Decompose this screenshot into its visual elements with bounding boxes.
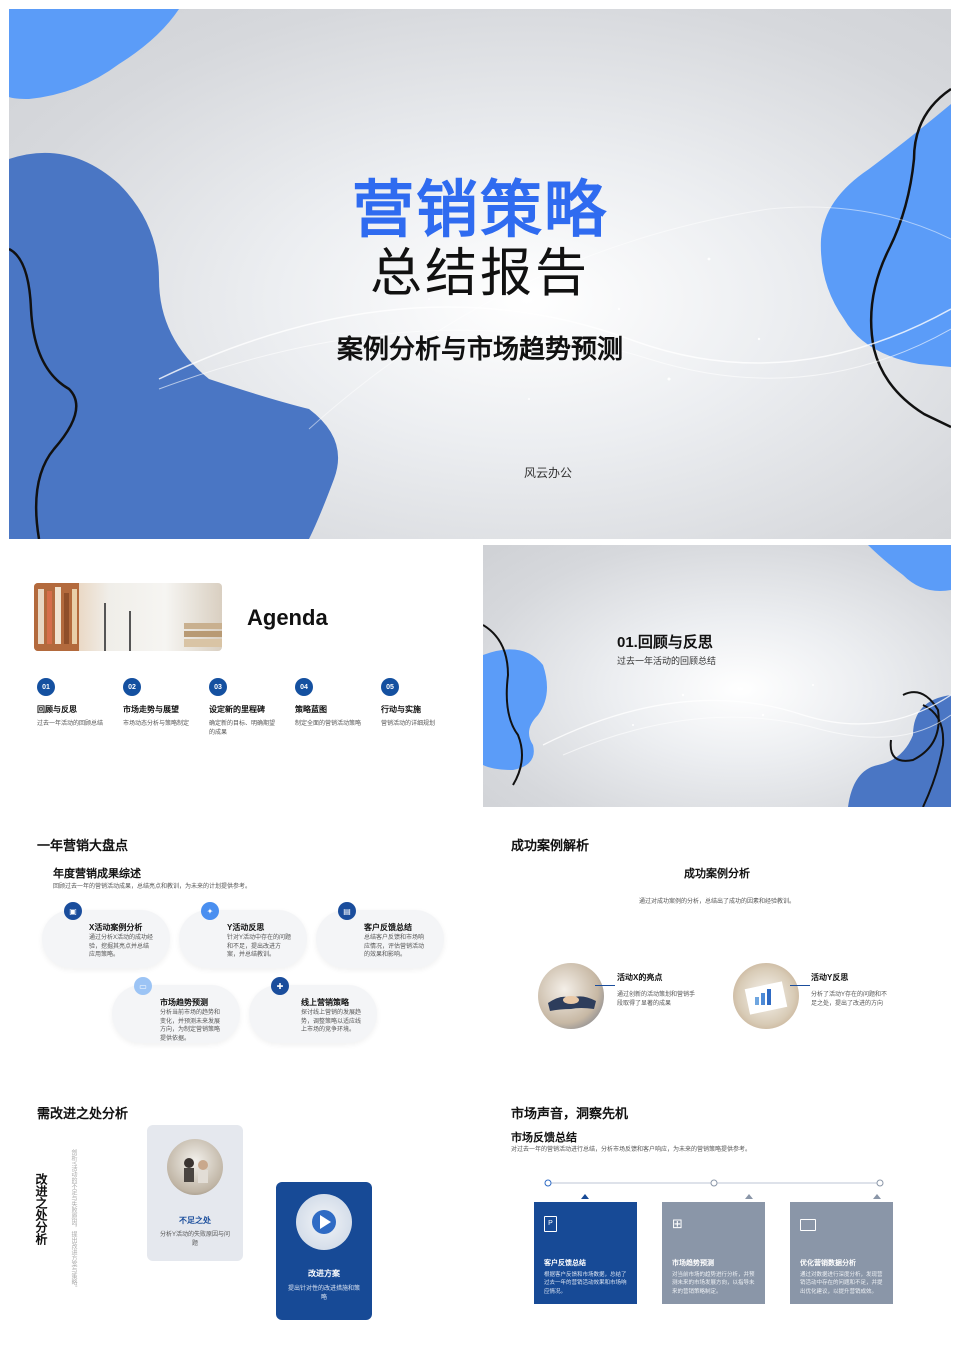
review-heading: 一年营销大盘点 [37,838,129,853]
section-title: 01.回顾与反思 [617,634,713,651]
review-card-5[interactable]: ✚ 线上营销策略 探讨线上营销的发展趋势，调整策略以适应线上市场的竞争环境。 [249,977,377,1043]
bookshelf-graphic [34,583,222,651]
cover-title-sub: 总结报告 [369,245,590,303]
agenda-item-title-3[interactable]: 设定新的里程碑 [209,705,265,714]
market-card-title-1: 客户反馈总结 [544,1260,586,1267]
review-slide: 一年营销大盘点 年度营销成果综述 回顾过去一年的营销活动成果，总结亮点和教训，为… [9,815,475,1077]
review-card-desc-3: 总结客户反馈和市场响应情况，评估营销活动的效果和影响。 [364,935,425,959]
agenda-item-title-1[interactable]: 回顾与反思 [37,705,77,714]
improve-slide: 需改进之处分析 改进之处分析 剖析Y活动的不足与失败原因，提出改进方案与策略。 … [9,1085,475,1347]
market-heading: 市场声音，洞察先机 [511,1106,629,1121]
improve-card-desc-2: 提出针对性的改进措施和策略 [288,1286,361,1301]
market-card-3[interactable]: 优化营销数据分析 通过对数据进行深度分析，发现营销活动中存在的问题和不足，并提出… [790,1202,893,1304]
success-item-desc-1: 通过创新的活动策划和营销手段取得了显著的成果 [617,992,696,1007]
market-slide: 市场声音，洞察先机 市场反馈总结 对过去一年的营销活动进行总结，分析市场反馈和客… [483,1085,951,1347]
success-connector-2 [790,985,810,986]
cover-slide: 营销策略 总结报告 案例分析与市场趋势预测 风云办公 [9,9,951,539]
success-heading: 成功案例解析 [511,838,590,853]
success-intro: 通过对成功案例的分析，总结出了成功的因素和经验教训。 [638,899,795,905]
cover-subtitle: 案例分析与市场趋势预测 [336,334,623,364]
agenda-slide: Agenda 01 回顾与反思 过去一年活动的回顾总结 02 市场走势与展望 市… [9,545,475,807]
review-card-title-4: 市场趋势预测 [160,998,208,1007]
section-slide: 01.回顾与反思 过去一年活动的回顾总结 [483,545,951,807]
review-card-2[interactable]: ✦ Y活动反思 针对Y活动中存在的问题和不足，提出改进方案，并总结教训。 [179,902,307,968]
handshake-photo [538,963,604,1029]
cover-title-main: 营销策略 [351,176,608,245]
bulb-icon: ✦ [201,902,219,920]
market-card-title-3: 优化营销数据分析 [800,1260,856,1267]
success-item-title-2: 活动Y反思 [811,973,849,982]
improve-card-title-2: 改进方案 [308,1269,340,1278]
play-video-icon[interactable] [296,1194,352,1250]
improve-vertical-note: 剖析Y活动的不足与失败原因，提出改进方案与策略。 [70,1149,76,1292]
agenda-item-title-5[interactable]: 行动与实施 [381,705,421,714]
review-card-4[interactable]: ▭ 市场趋势预测 分析当前市场的趋势和变化，并预测未来发展方向，为制定营销策略提… [112,977,240,1043]
document-icon: P [544,1216,557,1232]
analytics-photo [733,963,799,1029]
market-card-desc-2: 对当前市场的趋势进行分析，并预测未来的市场发展方向，以指导未来的营销策略制定。 [672,1272,755,1295]
cover-decoration [9,9,951,539]
agenda-item-title-4[interactable]: 策略蓝图 [295,705,327,714]
agenda-number-5: 05 [381,678,399,696]
success-connector-1 [595,985,615,986]
review-card-title-2: Y活动反思 [227,923,265,932]
success-item-title-1: 活动X的亮点 [617,973,663,982]
agenda-item-desc-3: 确定新的目标、明确期望的成果 [209,721,276,736]
agenda-item-desc-1: 过去一年活动的回顾总结 [37,721,104,727]
review-card-1[interactable]: ▣ X活动案例分析 通过分析X活动的成功经验，挖掘其亮点并总结应用策略。 [42,902,170,968]
review-card-desc-1: 通过分析X活动的成功经验，挖掘其亮点并总结应用策略。 [89,935,154,959]
improve-vertical-title: 改进之处分析 [34,1173,48,1245]
success-item-desc-2: 分析了活动Y存在的问题和不足之处，提出了改进的方向 [811,992,888,1007]
agenda-photo [34,583,222,651]
review-card-title-5: 线上营销策略 [301,998,349,1007]
image-icon: ▣ [64,902,82,920]
review-intro: 回顾过去一年的营销活动成果，总结亮点和教训，为未来的计划提供参考。 [53,884,252,890]
globe-icon: ✚ [271,977,289,995]
agenda-number-4: 04 [295,678,313,696]
market-card-desc-1: 根据客户反馈和市场数据，总结了过去一年的营销活动效果和市场响应情况。 [544,1272,627,1295]
agenda-item-desc-2: 市场动态分析与策略制定 [123,721,190,727]
market-card-2[interactable]: ⊞ 市场趋势预测 对当前市场的趋势进行分析，并预测未来的市场发展方向，以指导未来… [662,1202,765,1304]
review-card-desc-4: 分析当前市场的趋势和变化，并预测未来发展方向，为制定营销策略提供依据。 [160,1010,221,1043]
market-intro: 对过去一年的营销活动进行总结，分析市场反馈和客户响应，为未来的营销策略提供参考。 [511,1147,752,1153]
improve-card-1[interactable]: 不足之处 分析Y活动的失败原因与问题 [147,1125,243,1261]
improve-card-2[interactable]: 改进方案 提出针对性的改进措施和策略 [276,1182,372,1320]
agenda-number-3: 03 [209,678,227,696]
section-decoration [483,545,951,807]
review-card-desc-2: 针对Y活动中存在的问题和不足，提出改进方案，并总结教训。 [227,935,292,959]
agenda-number-2: 02 [123,678,141,696]
improve-card-desc-1: 分析Y活动的失败原因与问题 [159,1232,230,1247]
agenda-item-desc-5: 营销活动的详细规划 [381,721,436,727]
team-photo [167,1139,223,1195]
section-background [483,545,951,807]
agenda-number-1: 01 [37,678,55,696]
market-card-1[interactable]: P 客户反馈总结 根据客户反馈和市场数据，总结了过去一年的营销活动效果和市场响应… [534,1202,637,1304]
agenda-item-desc-4: 制定全面的营销活动策略 [295,721,362,727]
market-card-desc-3: 通过对数据进行深度分析，发现营销活动中存在的问题和不足，并提出优化建议，以提升营… [800,1272,883,1295]
cover-company: 风云办公 [524,466,573,480]
review-card-desc-5: 探讨线上营销的发展趋势，调整策略以适应线上市场的竞争环境。 [301,1010,362,1034]
review-card-title-3: 客户反馈总结 [364,923,412,932]
market-card-title-2: 市场趋势预测 [672,1260,714,1267]
org-chart-icon: ⊞ [672,1216,683,1231]
improve-card-title-1: 不足之处 [179,1216,211,1225]
improve-heading: 需改进之处分析 [37,1106,129,1121]
market-subheading: 市场反馈总结 [511,1132,577,1144]
agenda-item-title-2[interactable]: 市场走势与展望 [123,705,179,714]
chart-icon: ▭ [134,977,152,995]
market-timeline [544,1179,884,1199]
section-desc: 过去一年活动的回顾总结 [617,656,717,666]
success-slide: 成功案例解析 成功案例分析 通过对成功案例的分析，总结出了成功的因素和经验教训。… [483,815,951,1077]
chat-icon: ▤ [338,902,356,920]
agenda-heading: Agenda [247,605,328,630]
review-card-title-1: X活动案例分析 [89,923,143,932]
picture-icon [800,1219,816,1231]
review-subheading: 年度营销成果综述 [53,868,141,880]
review-card-3[interactable]: ▤ 客户反馈总结 总结客户反馈和市场响应情况，评估营销活动的效果和影响。 [316,902,444,968]
success-subheading: 成功案例分析 [684,868,750,880]
